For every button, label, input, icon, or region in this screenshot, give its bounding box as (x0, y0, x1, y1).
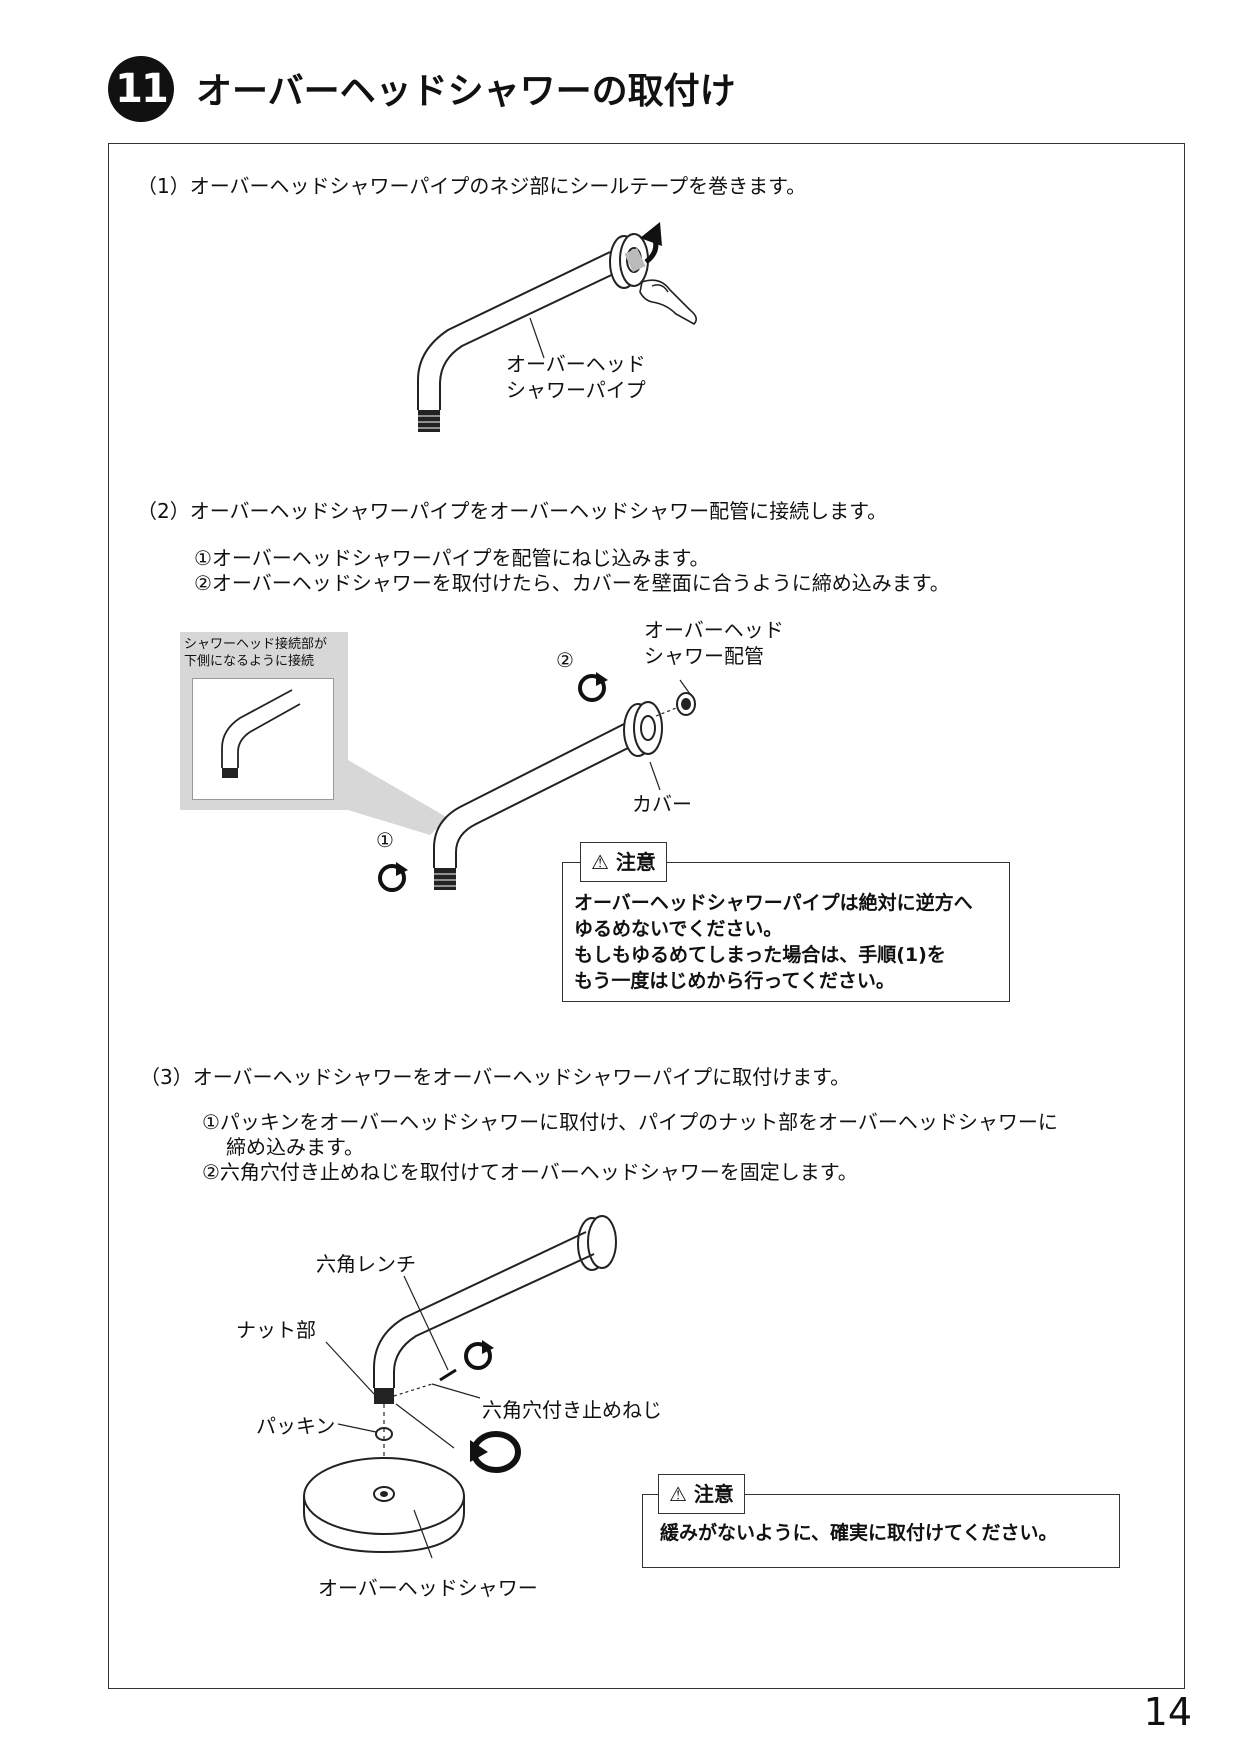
shower-label: オーバーヘッドシャワー (318, 1576, 538, 1600)
warning-icon: ⚠ (669, 1482, 687, 1506)
caution-1-line-4: もう一度はじめから行ってください。 (574, 970, 895, 992)
callout-line-2: 下側になるように接続 (184, 654, 315, 669)
pipe-label-line1: オーバーヘッド (506, 352, 646, 376)
marker-step-2: ② (556, 648, 574, 672)
caution-title-2: 注意 (693, 1482, 734, 1506)
step-2-text: （2）オーバーヘッドシャワーパイプをオーバーヘッドシャワー配管に接続します。 (137, 499, 888, 523)
caution-1-line-3: もしもゆるめてしまった場合は、手順(1)を (574, 944, 946, 966)
hex-wrench-label: 六角レンチ (316, 1252, 416, 1276)
section-number-badge: 11 (108, 56, 174, 122)
page-number: 14 (1143, 1690, 1192, 1734)
pipe-label-line2: シャワーパイプ (506, 378, 646, 402)
nut-label: ナット部 (236, 1318, 316, 1342)
step-3-substep-2: ②六角穴付き止めねじを取付けてオーバーヘッドシャワーを固定します。 (202, 1160, 858, 1184)
cover-label: カバー (632, 792, 692, 816)
callout-detail-image (192, 678, 334, 800)
shower-pipe-label-line2: シャワー配管 (644, 644, 764, 668)
page-title: オーバーヘッドシャワーの取付け (196, 71, 736, 112)
step-3-substep-1-cont: 締め込みます。 (226, 1135, 364, 1159)
caution-1-line-1: オーバーヘッドシャワーパイプは絶対に逆方へ (574, 892, 973, 914)
step-1-text: （1）オーバーヘッドシャワーパイプのネジ部にシールテープを巻きます。 (137, 174, 807, 198)
caution-body-2: 緩みがないように、確実に取付けてください。 (660, 1520, 1057, 1546)
shower-pipe-label-line1: オーバーヘッド (644, 618, 784, 642)
caution-1-line-2: ゆるめないでください。 (574, 918, 783, 940)
marker-step-1: ① (376, 828, 394, 852)
packing-label: パッキン (256, 1414, 336, 1438)
step-2-substep-1: ①オーバーヘッドシャワーパイプを配管にねじ込みます。 (194, 546, 710, 570)
caution-2-line-1: 緩みがないように、確実に取付けてください。 (660, 1522, 1058, 1544)
content-frame (108, 143, 1185, 1689)
caution-body-1: オーバーヘッドシャワーパイプは絶対に逆方へ ゆるめないでください。 もしもゆるめ… (574, 890, 973, 994)
step-3-substep-1: ①パッキンをオーバーヘッドシャワーに取付け、パイプのナット部をオーバーヘッドシャ… (202, 1110, 1058, 1134)
caution-tab-1: ⚠ 注意 (580, 842, 667, 882)
caution-title-1: 注意 (615, 850, 656, 874)
set-screw-label: 六角穴付き止めねじ (482, 1398, 662, 1422)
warning-icon: ⚠ (591, 850, 609, 874)
callout-text: シャワーヘッド接続部が 下側になるように接続 (184, 636, 327, 670)
step-3-text: （3）オーバーヘッドシャワーをオーバーヘッドシャワーパイプに取付けます。 (140, 1065, 851, 1089)
caution-tab-2: ⚠ 注意 (658, 1474, 745, 1514)
step-2-substep-2: ②オーバーヘッドシャワーを取付けたら、カバーを壁面に合うように締め込みます。 (194, 571, 950, 595)
caution-box-1 (562, 862, 1010, 1002)
callout-line-1: シャワーヘッド接続部が (184, 637, 328, 652)
